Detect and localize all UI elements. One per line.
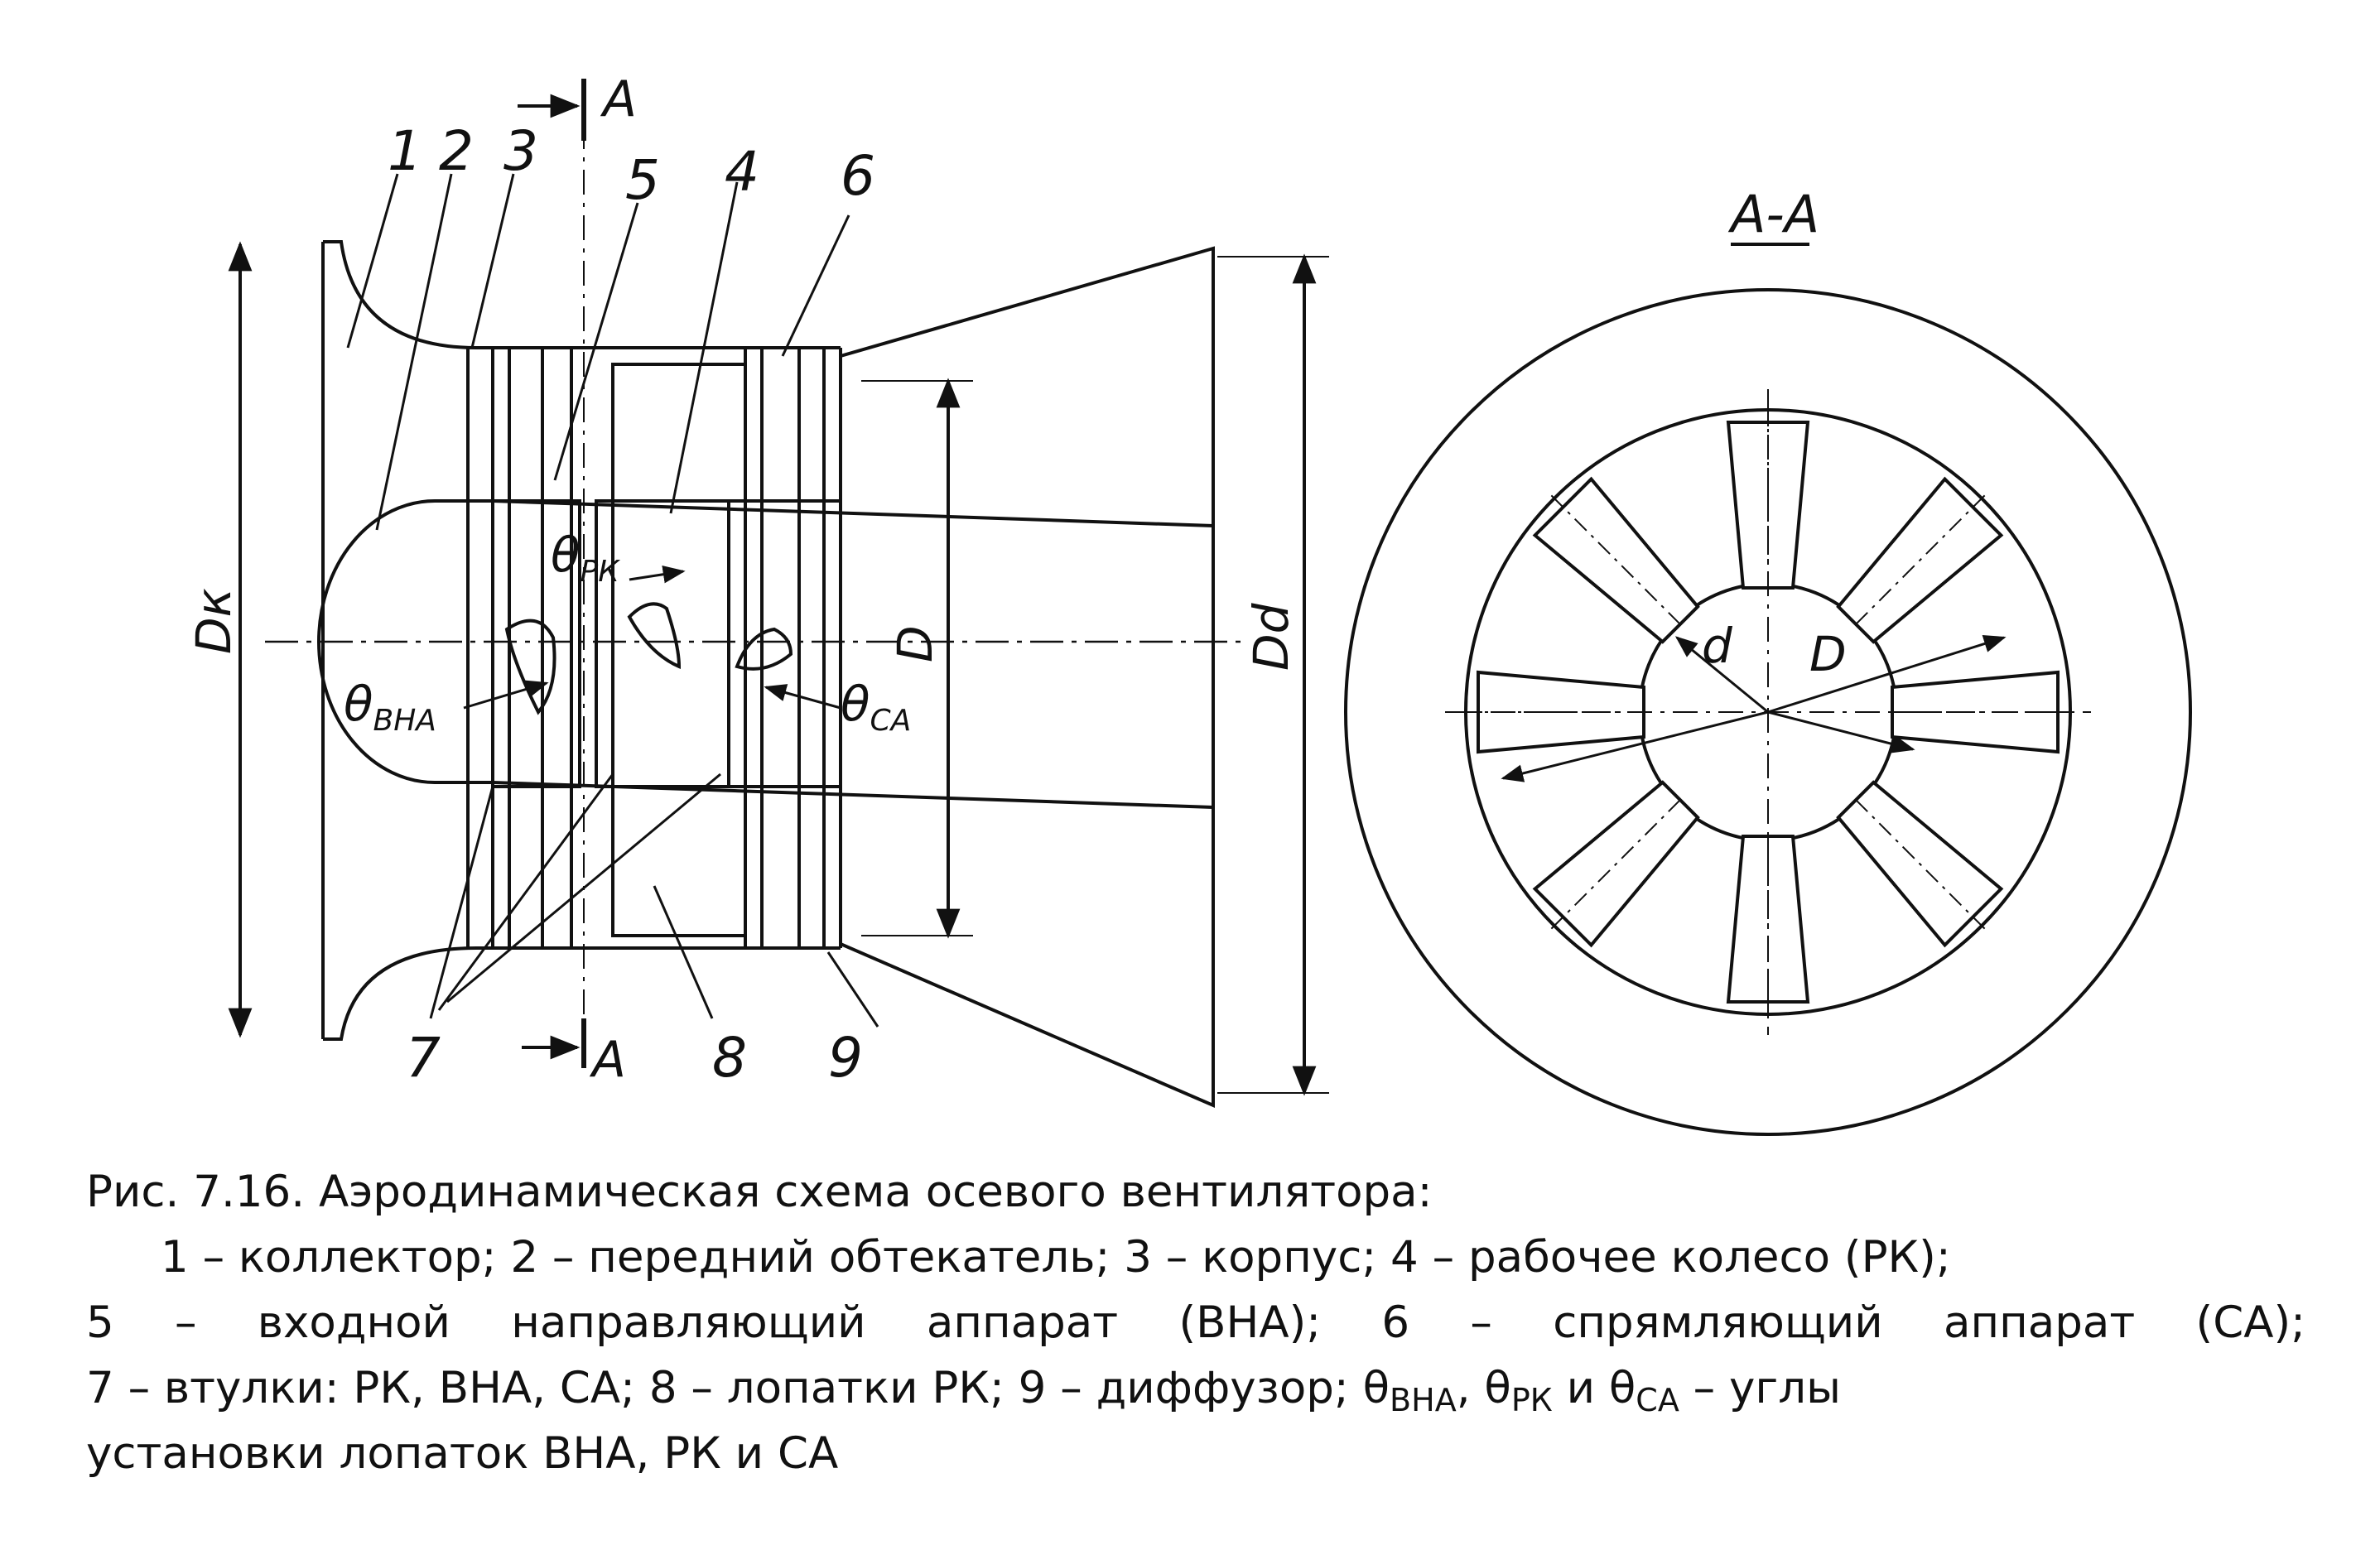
hub-top [492, 499, 1214, 527]
theta-vna-symbol: θ [344, 676, 373, 732]
theta-rk: θРК [551, 527, 620, 589]
ca-blade-profile [735, 627, 793, 671]
label-7: 7 [406, 1026, 441, 1090]
dim-hub-d [1674, 636, 1769, 714]
label-9: 9 [828, 1026, 863, 1090]
blade-axis [1855, 799, 1986, 930]
dim-section-d [1767, 635, 2007, 714]
caption-sub-rk: РК [1510, 1382, 1553, 1418]
label-dd: Dd [1243, 602, 1299, 671]
theta-vna: θВНА [344, 676, 436, 738]
caption-line-4c: и θ [1552, 1363, 1636, 1413]
caption-line-3: 5 – входной направляющий аппарат (ВНА); … [86, 1297, 2305, 1348]
fan-diagram: 1 2 3 5 4 6 7 8 9 A A А-А Dк D Dd d D θР… [185, 70, 2192, 1136]
caption-line-4d: – углы [1679, 1363, 1841, 1413]
theta-rk-sub: РК [581, 555, 621, 589]
figure-caption: Рис. 7.16. Аэродинамическая схема осевог… [86, 1159, 2305, 1486]
caption-title: Рис. 7.16. Аэродинамическая схема осевог… [86, 1167, 1433, 1217]
caption-line-4a: 7 – втулки: РК, ВНА, СА; 8 – лопатки РК;… [86, 1363, 1390, 1413]
theta-rk-symbol: θ [551, 527, 581, 583]
section-mark-bottom: A [589, 1031, 626, 1089]
label-3: 3 [503, 119, 538, 183]
caption-line-4: 7 – втулки: РК, ВНА, СА; 8 – лопатки РК;… [86, 1355, 2305, 1421]
label-2: 2 [439, 119, 474, 183]
outer-ring [1344, 288, 2192, 1136]
front-fairing [317, 499, 493, 784]
caption-sub-vna: ВНА [1390, 1382, 1457, 1418]
label-8: 8 [712, 1026, 747, 1090]
blade-axis [1550, 494, 1681, 625]
section-mark-top: A [600, 70, 637, 128]
collector-outline [321, 240, 493, 1041]
caption-line-4b: , θ [1456, 1363, 1511, 1413]
blade-axis [1550, 799, 1681, 930]
label-d-hub: d [1702, 618, 1733, 674]
caption-line-2: 1 – коллектор; 2 – передний обтекатель; … [161, 1232, 1951, 1283]
label-d-side: D [887, 625, 943, 662]
section-title: А-А [1727, 184, 1819, 244]
diffuser-outline [840, 246, 1215, 1109]
label-4: 4 [725, 140, 759, 204]
theta-ca-sub: СА [870, 704, 912, 738]
label-5: 5 [625, 148, 660, 212]
theta-ca-symbol: θ [841, 676, 870, 732]
caption-line-5: установки лопаток ВНА, РК и СА [86, 1428, 839, 1479]
label-dk: Dк [185, 588, 242, 654]
rk-blade-profile [627, 602, 682, 670]
labels: 1 2 3 5 4 6 7 8 9 A A А-А Dк D Dd d D θР… [185, 70, 1847, 1090]
section-view [1344, 243, 2192, 1136]
caption-sub-ca: СА [1636, 1382, 1679, 1418]
blade-axis [1855, 494, 1986, 625]
side-view [228, 79, 1329, 1109]
label-1: 1 [388, 119, 422, 183]
label-d-section: D [1809, 626, 1847, 682]
theta-ca: θСА [841, 676, 911, 738]
label-6: 6 [841, 144, 875, 208]
vna-blade-profile [504, 619, 556, 715]
theta-vna-sub: ВНА [373, 704, 436, 738]
